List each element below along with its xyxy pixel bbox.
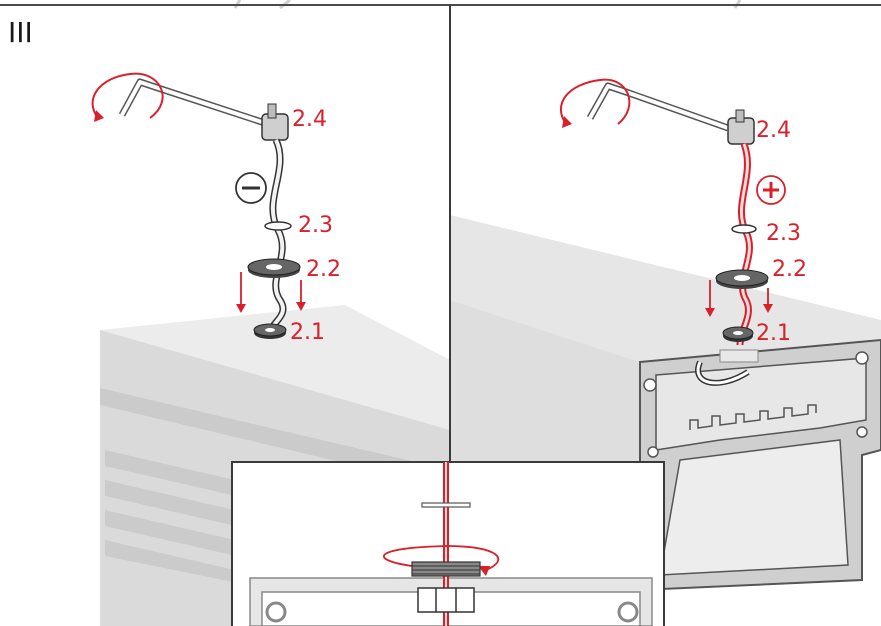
left-label-2-3: 2.3 — [298, 213, 333, 238]
minus-symbol — [235, 172, 267, 204]
left-down-arrows — [236, 272, 306, 313]
nut-icon — [411, 561, 481, 577]
left-label-2-2: 2.2 — [306, 257, 341, 282]
right-washer — [731, 224, 757, 234]
plus-symbol — [756, 175, 786, 205]
right-label-2-3: 2.3 — [766, 221, 801, 246]
step-label: III — [8, 16, 33, 49]
right-label-2-2: 2.2 — [772, 257, 807, 282]
left-bottom-insulator — [253, 323, 287, 339]
rotation-arrow-icon — [91, 72, 164, 119]
right-insulator — [715, 269, 769, 289]
left-hex-key — [91, 72, 270, 128]
right-label-2-4: 2.4 — [756, 118, 791, 143]
left-label-2-1: 2.1 — [290, 320, 325, 345]
detail-inset — [231, 461, 665, 626]
right-bottom-insulator — [722, 326, 754, 342]
right-label-2-1: 2.1 — [756, 321, 791, 346]
right-nut — [719, 349, 759, 363]
left-label-2-4: 2.4 — [292, 107, 327, 132]
right-terminal-clamp — [727, 109, 755, 145]
left-insulator — [247, 258, 301, 278]
right-down-arrows — [705, 280, 773, 317]
washer-icon — [421, 502, 471, 508]
left-washer — [264, 221, 292, 231]
right-hex-key — [560, 78, 730, 132]
rotation-arrow-icon — [382, 545, 500, 571]
left-terminal-clamp — [261, 103, 289, 141]
rotation-arrow-icon — [560, 78, 631, 125]
top-frame — [0, 0, 881, 10]
